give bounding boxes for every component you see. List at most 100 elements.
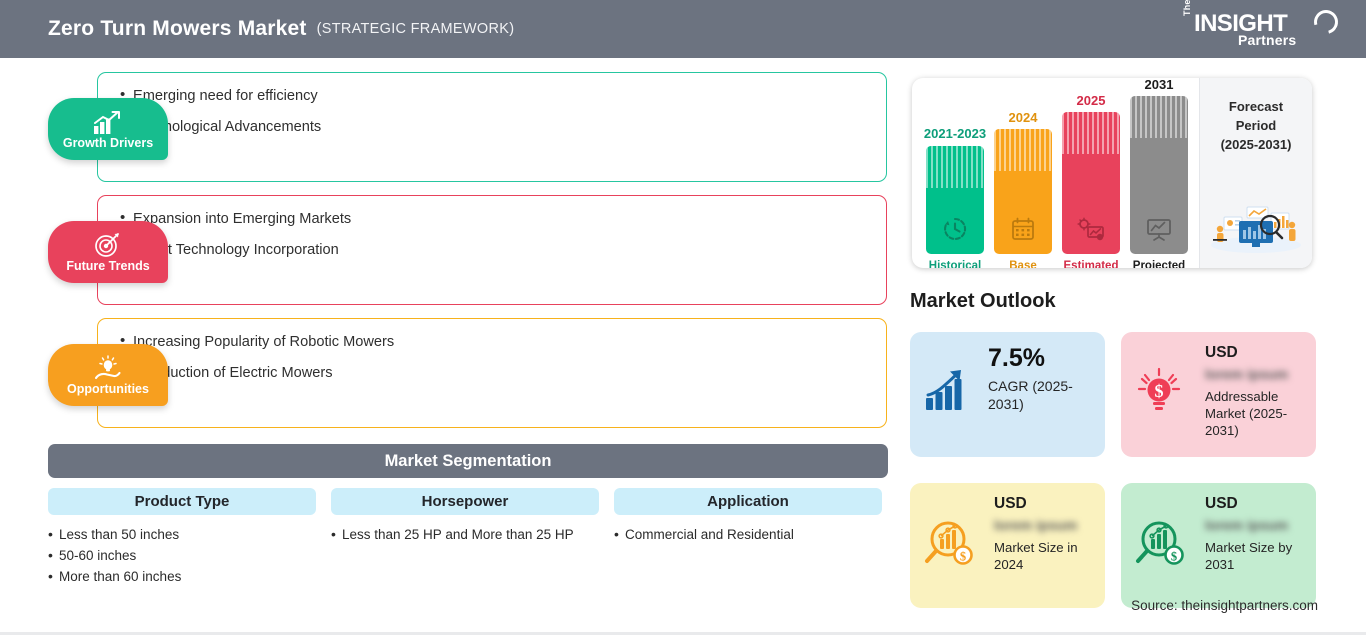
cagr-value: 7.5% — [988, 344, 1045, 372]
driver-label: Future Trends — [66, 258, 150, 273]
list-item: Commercial and Residential — [614, 524, 882, 546]
forecast-period-text: Forecast Period (2025-2031) — [1200, 98, 1312, 155]
list-item: 50-60 inches — [48, 545, 316, 567]
caption-line-1: Historical — [928, 260, 982, 268]
column-items: Less than 50 inches 50-60 inches More th… — [48, 524, 316, 588]
cagr-label: CAGR (2025-2031) — [988, 378, 1073, 413]
column-header: Horsepower — [331, 488, 599, 515]
timeline-bar — [1130, 96, 1188, 254]
blurred-value: lorem ipsum — [994, 517, 1078, 533]
currency-label: USD — [1205, 495, 1238, 512]
list-item: Increasing Popularity of Robotic Mowers — [120, 332, 886, 351]
timeline-caption: Projected Year — [1123, 260, 1195, 268]
magnifier-chart-dollar-icon: $ — [922, 517, 976, 574]
blurred-value: lorem ipsum — [1205, 517, 1289, 533]
driver-box: Expansion into Emerging Markets Smart Te… — [97, 195, 887, 305]
insight-partners-logo: The INSIGHT Partners — [1180, 0, 1348, 52]
caption-line-1: Base — [1009, 260, 1037, 268]
list-item: Introduction of Electric Mowers — [120, 363, 886, 382]
list-item: Technological Advancements — [120, 117, 886, 136]
magnifier-chart-dollar-icon: $ — [1133, 517, 1187, 574]
gear-trend-icon — [1062, 216, 1120, 242]
blurred-value: lorem ipsum — [1205, 366, 1289, 382]
caption-line-1: Estimated — [1063, 260, 1119, 268]
driver-label: Opportunities — [67, 381, 149, 396]
bar-stripes — [926, 146, 984, 188]
presentation-chart-icon — [1130, 216, 1188, 242]
outlook-card-addressable-market: USD lorem ipsum Addressable Market (2025… — [1121, 332, 1316, 457]
timeline-year: 2031 — [1144, 78, 1174, 92]
page-subtitle: (STRATEGIC FRAMEWORK) — [316, 21, 515, 37]
timeline-caption: Historical Years — [920, 260, 990, 268]
clock-history-icon — [926, 216, 984, 242]
bar-chart-arrow-up-icon — [924, 368, 974, 417]
logo-insight: INSIGHT — [1194, 10, 1288, 37]
outlook-card-cagr: 7.5% CAGR (2025-2031) — [910, 332, 1105, 457]
driver-item-list: Increasing Popularity of Robotic Mowers … — [98, 319, 886, 382]
page-header: Zero Turn Mowers Market (STRATEGIC FRAME… — [0, 0, 1366, 58]
logo-swirl-icon — [1309, 5, 1343, 39]
page-title: Zero Turn Mowers Market — [48, 17, 307, 40]
forecast-period-panel: Forecast Period (2025-2031) — [1199, 78, 1312, 268]
segmentation-title: Market Segmentation — [48, 444, 888, 478]
outlook-card-market-size-2031: USD lorem ipsum Market Size by 2031 — [1121, 483, 1316, 608]
segmentation-columns: Product Type Less than 50 inches 50-60 i… — [48, 488, 888, 588]
analytics-team-illustration — [1208, 195, 1304, 258]
timeline-bars: 2021-2023 Historical Years — [924, 78, 1188, 268]
svg-text:$: $ — [1155, 381, 1164, 401]
timeline-year: 2024 — [1008, 110, 1038, 125]
forecast-timeline-card: 2021-2023 Historical Years — [912, 78, 1312, 268]
svg-text:$: $ — [960, 550, 966, 564]
driver-pill-opportunities[interactable]: Opportunities — [48, 344, 168, 406]
currency-label: USD — [1205, 344, 1238, 361]
card-description: Addressable Market (2025-2031) — [1205, 389, 1288, 439]
driver-pill-growth-drivers[interactable]: Growth Drivers — [48, 98, 168, 160]
driver-label: Growth Drivers — [62, 135, 154, 150]
bar-chart-growth-icon — [93, 109, 123, 135]
calendar-icon — [994, 216, 1052, 242]
list-item: Less than 50 inches — [48, 524, 316, 546]
column-items: Commercial and Residential — [614, 524, 882, 546]
source-attribution: Source: theinsightpartners.com — [1131, 598, 1318, 613]
timeline-bar — [994, 129, 1052, 254]
card-description: Market Size in 2024 — [994, 540, 1078, 573]
driver-pill-future-trends[interactable]: Future Trends — [48, 221, 168, 283]
column-header: Product Type — [48, 488, 316, 515]
segmentation-column-product-type: Product Type Less than 50 inches 50-60 i… — [48, 488, 316, 588]
driver-box: Increasing Popularity of Robotic Mowers … — [97, 318, 887, 428]
list-item: Smart Technology Incorporation — [120, 240, 886, 259]
driver-item-list: Emerging need for efficiency Technologic… — [98, 73, 886, 136]
timeline-year: 2021-2023 — [923, 126, 987, 141]
column-header: Application — [614, 488, 882, 515]
market-segmentation-section: Market Segmentation Product Type Less th… — [48, 444, 888, 588]
timeline-caption: Base Year — [994, 260, 1052, 268]
column-items: Less than 25 HP and More than 25 HP — [331, 524, 599, 546]
timeline-bar — [1062, 112, 1120, 254]
list-item: Emerging need for efficiency — [120, 86, 886, 105]
target-dart-icon — [94, 232, 122, 258]
bar-stripes — [1130, 96, 1188, 138]
caption-line-1: Projected — [1132, 260, 1186, 268]
currency-label: USD — [994, 495, 1027, 512]
outlook-card-market-size-2024: USD lorem ipsum Market Size in 2024 — [910, 483, 1105, 608]
lightbulb-dollar-icon: $ — [1133, 366, 1185, 421]
card-description: Market Size by 2031 — [1205, 540, 1293, 573]
timeline-caption: Estimated Year — [1054, 260, 1128, 268]
forecast-line-2: Period — [1235, 117, 1277, 133]
driver-box: Emerging need for efficiency Technologic… — [97, 72, 887, 182]
list-item: More than 60 inches — [48, 566, 316, 588]
segmentation-column-application: Application Commercial and Residential — [614, 488, 882, 588]
hand-lightbulb-icon — [93, 354, 123, 381]
bar-stripes — [1062, 112, 1120, 154]
list-item: Less than 25 HP and More than 25 HP — [331, 524, 599, 546]
driver-item-list: Expansion into Emerging Markets Smart Te… — [98, 196, 886, 259]
svg-text:$: $ — [1171, 550, 1177, 564]
forecast-line-3: (2025-2031) — [1220, 136, 1292, 152]
timeline-bar — [926, 146, 984, 254]
bar-stripes — [994, 129, 1052, 171]
market-outlook-title: Market Outlook — [910, 290, 1056, 312]
segmentation-column-horsepower: Horsepower Less than 25 HP and More than… — [331, 488, 599, 588]
list-item: Expansion into Emerging Markets — [120, 209, 886, 228]
forecast-line-1: Forecast — [1228, 99, 1284, 114]
